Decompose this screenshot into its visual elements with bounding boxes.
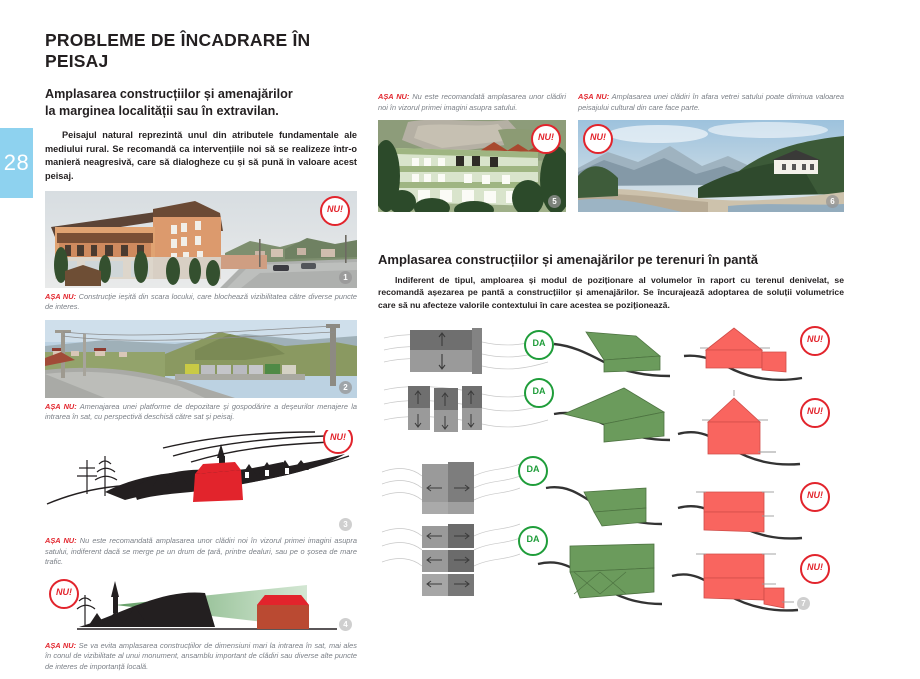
caption-text: Amenajarea unei platforme de depozitare … xyxy=(45,401,357,422)
figure-number: 4 xyxy=(339,617,352,631)
figure-1-photo: NU! 1 xyxy=(45,190,357,288)
intro-paragraph: Peisajul natural reprezintă unul din atr… xyxy=(45,130,357,181)
caption-text: Se va evita amplasarea construcțiilor de… xyxy=(45,640,357,671)
figure-number: 6 xyxy=(826,195,839,209)
section-title-line2: la marginea localității sau în extravila… xyxy=(45,104,279,119)
nu-badge: NU! xyxy=(531,124,561,155)
section-bad-4 xyxy=(671,553,799,612)
figure-number: 3 xyxy=(339,518,352,531)
figure-5-photo: NU! 5 xyxy=(378,120,566,213)
nu-badge: NU! xyxy=(323,430,353,454)
nu-badge: NU! xyxy=(320,195,350,226)
section-good-3 xyxy=(545,486,663,527)
figure-4-illustration: NU! 4 xyxy=(45,574,357,637)
figure-6-photo: NU! 6 xyxy=(578,120,844,213)
figure-number-7: 7 xyxy=(797,597,810,610)
illustration-visibility-cone xyxy=(45,574,357,637)
photo-lake-mansion xyxy=(578,120,844,213)
caption-label: AȘA NU: xyxy=(45,401,77,411)
caption-text: Amplasarea unei clădiri în afara vetrei … xyxy=(578,92,844,112)
photo-waste-platform xyxy=(45,319,357,398)
nu-badge-row3: NU! xyxy=(800,482,830,512)
section-title-extravilan: Amplasarea construcțiilor și amenajărilo… xyxy=(45,86,357,120)
section-good-2 xyxy=(553,387,671,443)
figure-number: 2 xyxy=(339,380,352,394)
figure-3-illustration: NU! xyxy=(45,430,357,518)
photo-guesthouse xyxy=(45,190,357,288)
figure-number: 1 xyxy=(339,270,352,284)
da-badge-row1: DA xyxy=(524,330,554,360)
plan-two-band xyxy=(410,328,482,374)
caption-label: AȘA NU: xyxy=(578,92,610,101)
da-badge-row3: DA xyxy=(518,456,548,486)
caption-text: Nu este recomandată amplasarea unor clăd… xyxy=(45,536,357,567)
section-bad-2 xyxy=(677,390,801,466)
section-bad-3 xyxy=(677,491,803,540)
page-title: PROBLEME DE ÎNCADRARE ÎN PEISAJ xyxy=(45,30,311,71)
caption-label: AȘA NU: xyxy=(378,92,410,101)
left-column: PROBLEME DE ÎNCADRARE ÎN PEISAJ Amplasar… xyxy=(45,30,357,679)
section-title-panta: Amplasarea construcțiilor și amenajărilo… xyxy=(378,252,759,268)
section-good-1 xyxy=(553,331,671,378)
plan-vertical-three xyxy=(381,523,521,596)
slope-diagram-matrix: DA DA DA DA NU! NU! NU! NU! 7 xyxy=(378,326,844,618)
section-paragraph-panta: Indiferent de tipul, amploarea și modul … xyxy=(378,275,844,310)
caption-label: AȘA NU: xyxy=(45,536,77,545)
figure-3-caption: AȘA NU: Nu este recomandată amplasarea u… xyxy=(45,536,357,568)
section-good-4 xyxy=(537,543,663,606)
figure-number: 5 xyxy=(548,195,561,209)
figure-6-caption: AȘA NU: Amplasarea unei clădiri în afara… xyxy=(578,92,844,113)
figure-1-caption: AȘA NU: Construcție ieșită din scara loc… xyxy=(45,292,357,313)
nu-badge: NU! xyxy=(583,124,613,155)
right-column: AȘA NU: Nu este recomandată amplasarea u… xyxy=(378,92,844,321)
nu-badge-row2: NU! xyxy=(800,398,830,428)
page-number: 28 xyxy=(3,150,30,175)
figure-5-caption: AȘA NU: Nu este recomandată amplasarea u… xyxy=(378,92,566,113)
da-badge-row2: DA xyxy=(524,378,554,408)
slope-diagrams xyxy=(378,326,844,618)
nu-badge-row4: NU! xyxy=(800,554,830,584)
nu-badge-row1: NU! xyxy=(800,326,830,356)
caption-label: AȘA NU: xyxy=(45,640,77,650)
section-bad-1 xyxy=(683,327,803,382)
figure-6-block: AȘA NU: Amplasarea unei clădiri în afara… xyxy=(578,92,844,120)
caption-text: Nu este recomandată amplasarea unor clăd… xyxy=(378,92,566,112)
figure-2-photo: 2 xyxy=(45,319,357,398)
section-title-line1: Amplasarea construcțiilor și amenajărilo… xyxy=(45,87,293,101)
figure-4-caption: AȘA NU: Se va evita amplasarea construcț… xyxy=(45,641,357,673)
page-number-tab: 28 xyxy=(0,128,33,198)
figure-5-block: AȘA NU: Nu este recomandată amplasarea u… xyxy=(378,92,566,120)
plan-vertical-two xyxy=(381,462,521,514)
da-badge-row4: DA xyxy=(518,526,548,556)
caption-label: AȘA NU: xyxy=(45,291,77,301)
figure-2-caption: AȘA NU: Amenajarea unei platforme de dep… xyxy=(45,402,357,423)
nu-badge: NU! xyxy=(49,578,79,609)
document-page: 28 PROBLEME DE ÎNCADRARE ÎN PEISAJ Ampla… xyxy=(0,30,844,671)
caption-text: Construcție ieșită din scara locului, ca… xyxy=(45,291,357,312)
illustration-village-silhouette xyxy=(45,430,357,518)
